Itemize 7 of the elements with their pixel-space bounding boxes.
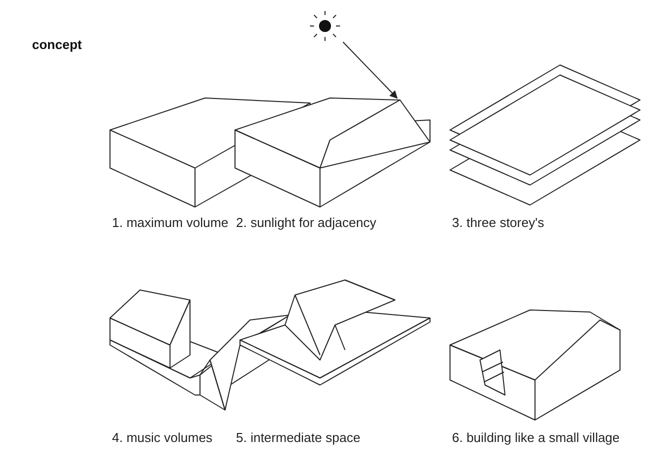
caption: 2. sunlight for adjacency <box>236 215 376 230</box>
caption: 3. three storey's <box>452 215 544 230</box>
caption: 5. intermediate space <box>236 430 360 445</box>
caption: 6. building like a small village <box>452 430 620 445</box>
caption: 1. maximum volume <box>112 215 228 230</box>
title: concept <box>32 37 82 52</box>
caption: 4. music volumes <box>112 430 212 445</box>
